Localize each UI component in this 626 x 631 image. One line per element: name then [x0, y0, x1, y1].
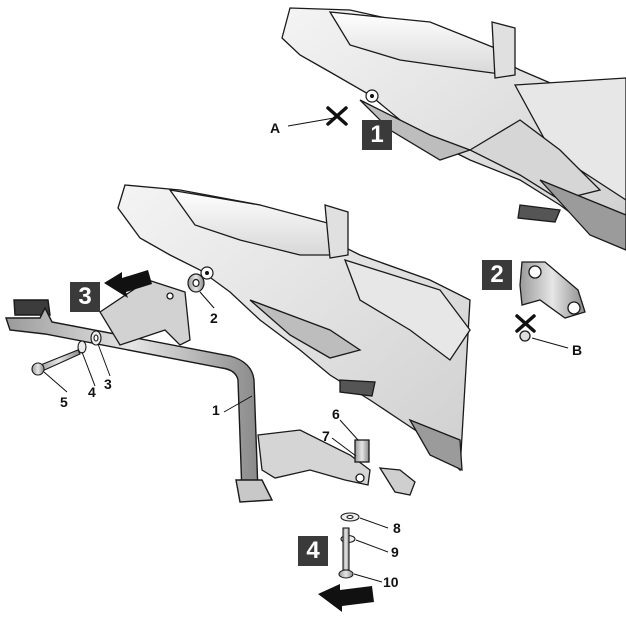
washer-3: [90, 330, 102, 346]
part-3-label: 3: [104, 376, 112, 392]
side-plate: [99, 279, 191, 346]
step-4-box: 4: [298, 536, 328, 566]
bolt-10: [338, 527, 354, 579]
part-7-label: 7: [322, 428, 330, 444]
washer-8: [340, 512, 360, 522]
point-b-label: B: [572, 342, 583, 358]
arrow-icon: [318, 584, 374, 612]
arrow-icon: [104, 270, 152, 298]
leader-lines: [43, 291, 389, 583]
part-8-label: 8: [393, 520, 401, 536]
step-1-box: 1: [362, 120, 392, 150]
x-mark-icon: [326, 106, 348, 126]
part-4-label: 4: [88, 384, 96, 400]
point-a-label: A: [270, 120, 281, 136]
main-tail-view: [117, 184, 471, 472]
spacer-part: [187, 273, 205, 293]
lower-bracket: [257, 429, 416, 496]
step-2-box: 2: [482, 260, 512, 290]
lower-bracket-view: [519, 261, 586, 342]
part-10-label: 10: [383, 574, 399, 590]
step-3-box: 3: [70, 282, 100, 312]
part-6-label: 6: [332, 406, 340, 422]
rack-frame: [5, 299, 274, 503]
part-5-label: 5: [60, 394, 68, 410]
part-9-label: 9: [391, 544, 399, 560]
part-2-label: 2: [210, 310, 218, 326]
washer-4: [77, 340, 87, 354]
upper-tail-view: [281, 7, 626, 251]
x-mark-icon: [515, 314, 536, 333]
part-1-label: 1: [212, 402, 220, 418]
bolt-5: [31, 349, 81, 376]
